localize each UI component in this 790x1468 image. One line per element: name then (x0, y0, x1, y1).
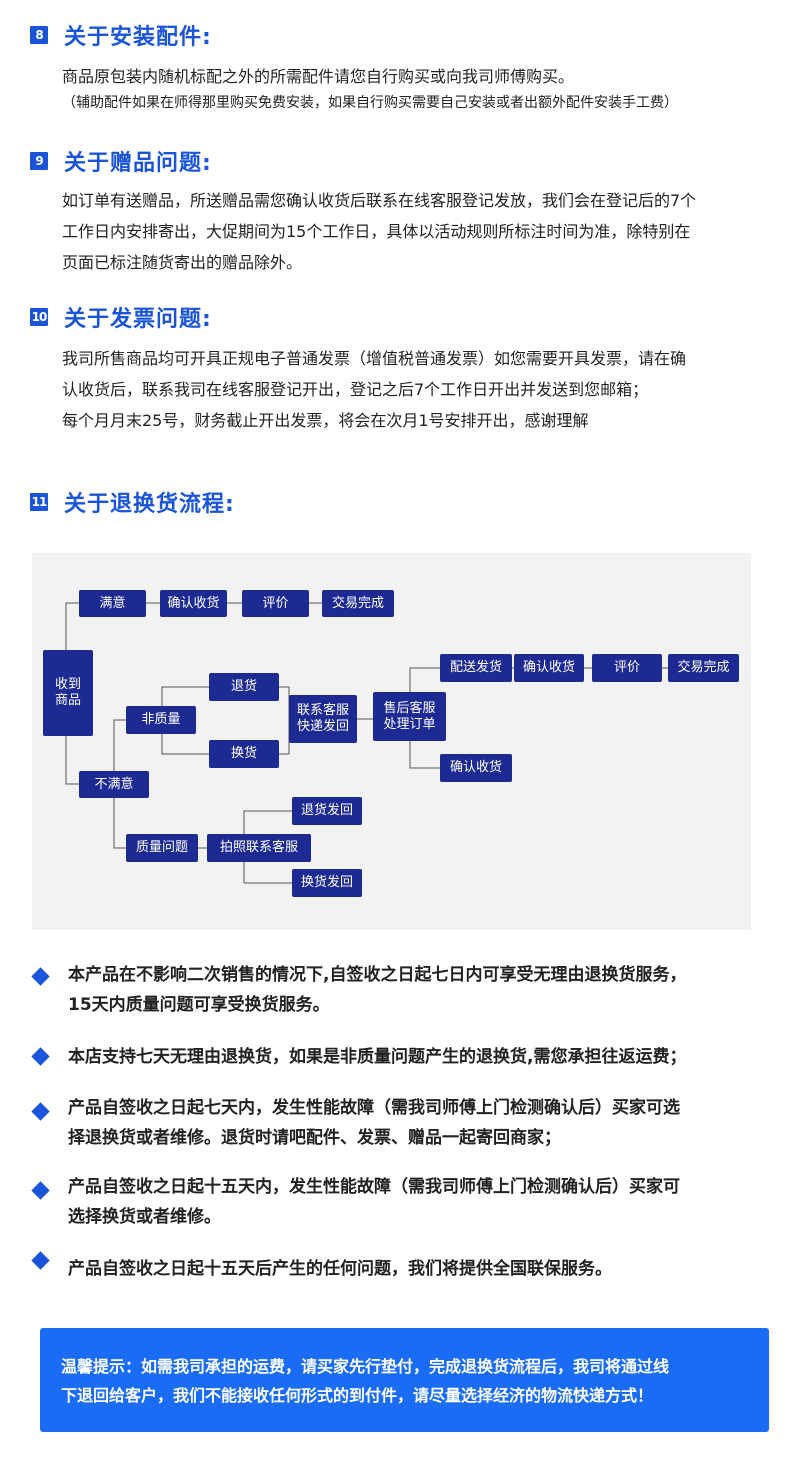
section-number-badge: 11 (30, 493, 48, 511)
diamond-bullet-icon (31, 1251, 50, 1270)
text-line: 工作日内安排寄出，大促期间为15个工作日，具体以活动规则所标注时间为准，除特别在 (62, 222, 691, 241)
section-8-note: （辅助配件如果在师得那里购买免费安装，如果自行购买需要自己安装或者出额外配件安装… (62, 95, 678, 111)
text-line: 15天内质量问题可享受换货服务。 (68, 995, 330, 1015)
diamond-bullet-icon (31, 1181, 50, 1200)
node-photo-contact-cs: 拍照联系客服 (207, 834, 311, 862)
node-deal-done: 交易完成 (322, 590, 394, 617)
text-line: 本店支持七天无理由退换货，如果是非质量问题产生的退换货,需您承担往返运费； (68, 1047, 687, 1067)
node-ship: 配送发货 (440, 654, 512, 682)
section-10-heading: 10 关于发票问题: (30, 302, 212, 332)
node-aftersale-process: 售后客服处理订单 (373, 692, 446, 741)
node-contact-cs-ship-back: 联系客服快递发回 (289, 695, 357, 743)
text-line: 产品自签收之日起七天内，发生性能故障（需我司师傅上门检测确认后）买家可选 (68, 1098, 680, 1118)
text-line: 产品自签收之日起十五天内，发生性能故障（需我司师傅上门检测确认后）买家可 (68, 1177, 680, 1197)
node-quality-issue: 质量问题 (126, 834, 198, 862)
text-line: 页面已标注随货寄出的赠品除外。 (62, 253, 303, 272)
text-line: 下退回给客户，我们不能接收任何形式的到付件，请尽量选择经济的物流快递方式！ (61, 1386, 654, 1405)
text-line: 每个月月末25号，财务截止开出发票，将会在次月1号安排开出，感谢理解 (62, 411, 589, 430)
section-title: 关于赠品问题: (64, 151, 212, 176)
section-number-badge: 8 (30, 26, 48, 44)
text-line: 如订单有送赠品，所送赠品需您确认收货后联系在线客服登记发放，我们会在登记后的7个 (62, 191, 697, 210)
text-line: 商品原包装内随机标配之外的所需配件请您自行购买或向我司师傅购买。 (62, 67, 575, 86)
node-exchange-ship-back: 换货发回 (292, 869, 362, 897)
text-line: 择退换货或者维修。退货时请吧配件、发票、赠品一起寄回商家； (68, 1128, 561, 1148)
node-non-quality: 非质量 (126, 706, 196, 734)
section-11-heading: 11 关于退换货流程: (30, 487, 235, 517)
node-receive: 收到商品 (43, 650, 93, 736)
node-exchange: 换货 (209, 740, 279, 768)
node-unsatisfied: 不满意 (79, 771, 149, 798)
node-return: 退货 (209, 673, 279, 701)
node-review: 评价 (242, 590, 309, 617)
text-line: 认收货后，联系我司在线客服登记开出，登记之后7个工作日开出并发送到您邮箱； (62, 380, 649, 399)
return-exchange-flowchart: 收到商品 满意 确认收货 评价 交易完成 不满意 非质量 退货 换货 联系客服快… (32, 553, 751, 930)
warm-tip-box: 温馨提示：如需我司承担的运费，请买家先行垫付，完成退换货流程后，我司将通过线 下… (40, 1328, 769, 1432)
node-satisfied: 满意 (79, 590, 146, 617)
node-confirm-receipt-2: 确认收货 (514, 654, 584, 682)
node-deal-done-2: 交易完成 (668, 654, 739, 682)
diamond-bullet-icon (31, 1102, 50, 1121)
node-confirm-receipt: 确认收货 (160, 590, 227, 617)
text-line: 本产品在不影响二次销售的情况下,自签收之日起七日内可享受无理由退换货服务， (68, 965, 687, 985)
text-line: 产品自签收之日起十五天后产生的任何问题，我们将提供全国联保服务。 (68, 1259, 612, 1279)
section-8-text: 商品原包装内随机标配之外的所需配件请您自行购买或向我司师傅购买。 (62, 63, 772, 90)
flowchart-connectors (65, 602, 668, 884)
section-title: 关于退换货流程: (64, 492, 235, 517)
section-9-text: 如订单有送赠品，所送赠品需您确认收货后联系在线客服登记发放，我们会在登记后的7个… (62, 187, 772, 276)
section-number-badge: 9 (30, 152, 48, 170)
section-8-heading: 8 关于安装配件: (30, 20, 212, 50)
diamond-bullet-icon (31, 967, 50, 986)
text-line: 选择换货或者维修。 (68, 1207, 221, 1227)
text-line: 温馨提示：如需我司承担的运费，请买家先行垫付，完成退换货流程后，我司将通过线 (61, 1357, 670, 1376)
section-title: 关于发票问题: (64, 307, 212, 332)
node-return-ship-back: 退货发回 (292, 797, 362, 825)
section-number-badge: 10 (30, 308, 48, 326)
section-10-text: 我司所售商品均可开具正规电子普通发票（增值税普通发票）如您需要开具发票，请在确 … (62, 345, 772, 434)
node-confirm-receipt-3: 确认收货 (440, 754, 512, 782)
text-line: 我司所售商品均可开具正规电子普通发票（增值税普通发票）如您需要开具发票，请在确 (62, 349, 687, 368)
section-title: 关于安装配件: (64, 25, 212, 50)
diamond-bullet-icon (31, 1047, 50, 1066)
section-9-heading: 9 关于赠品问题: (30, 146, 212, 176)
node-review-2: 评价 (592, 654, 662, 682)
